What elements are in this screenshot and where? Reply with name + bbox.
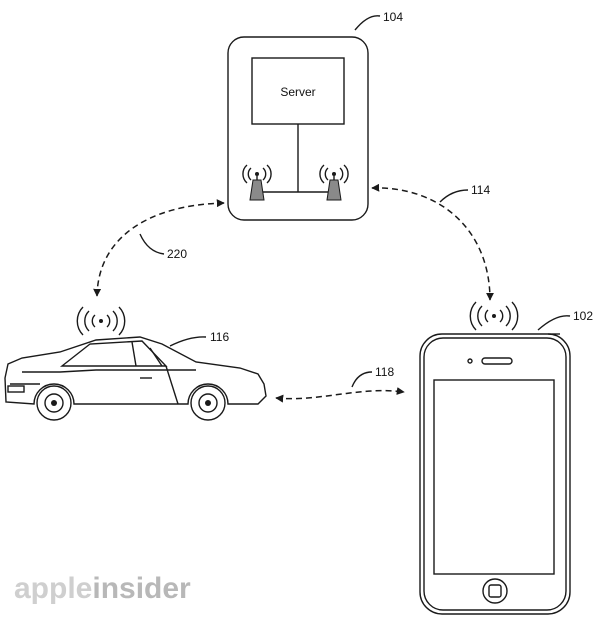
car-window-pillar (131, 341, 137, 367)
ref-label-vehicle-mobile-link: 118 (375, 365, 394, 379)
link-server-mobile (371, 183, 494, 301)
car-body (4, 336, 267, 405)
smartphone-icon: 102 (419, 301, 593, 615)
phone-speaker (481, 357, 513, 365)
ref-leader-118 (351, 371, 373, 388)
car-wheel-front (190, 385, 226, 421)
ref-leader-104 (354, 15, 381, 31)
phone-screen (433, 379, 555, 575)
link-vehicle-mobile (275, 387, 405, 403)
server-device: Server 104 (227, 10, 403, 221)
server-label: Server (280, 85, 315, 99)
antenna-icon (319, 164, 349, 201)
ref-label-server-device: 104 (383, 10, 403, 24)
server-device-frame (227, 36, 369, 221)
ref-label-server-vehicle-link: 220 (167, 247, 187, 261)
ref-label-server-mobile-link: 114 (471, 183, 490, 197)
wireless-signal-icon (76, 306, 126, 336)
ref-leader-102 (537, 315, 571, 331)
phone-body (419, 333, 571, 615)
ref-leader-220 (139, 233, 165, 255)
ref-label-vehicle: 116 (210, 330, 229, 344)
car-icon: 116 (4, 306, 267, 421)
car-door-line (165, 365, 179, 405)
car-wheel-rear (36, 385, 72, 421)
wireless-signal-icon (469, 301, 519, 331)
appleinsider-watermark: appleinsider (14, 572, 191, 605)
phone-home-button (482, 578, 508, 604)
car-window-frame (59, 340, 168, 367)
ref-leader-116 (169, 336, 207, 347)
antenna-icon (242, 164, 272, 201)
ref-leader-114 (439, 189, 469, 203)
ref-label-mobile-device: 102 (573, 309, 593, 323)
link-server-vehicle (93, 199, 225, 297)
